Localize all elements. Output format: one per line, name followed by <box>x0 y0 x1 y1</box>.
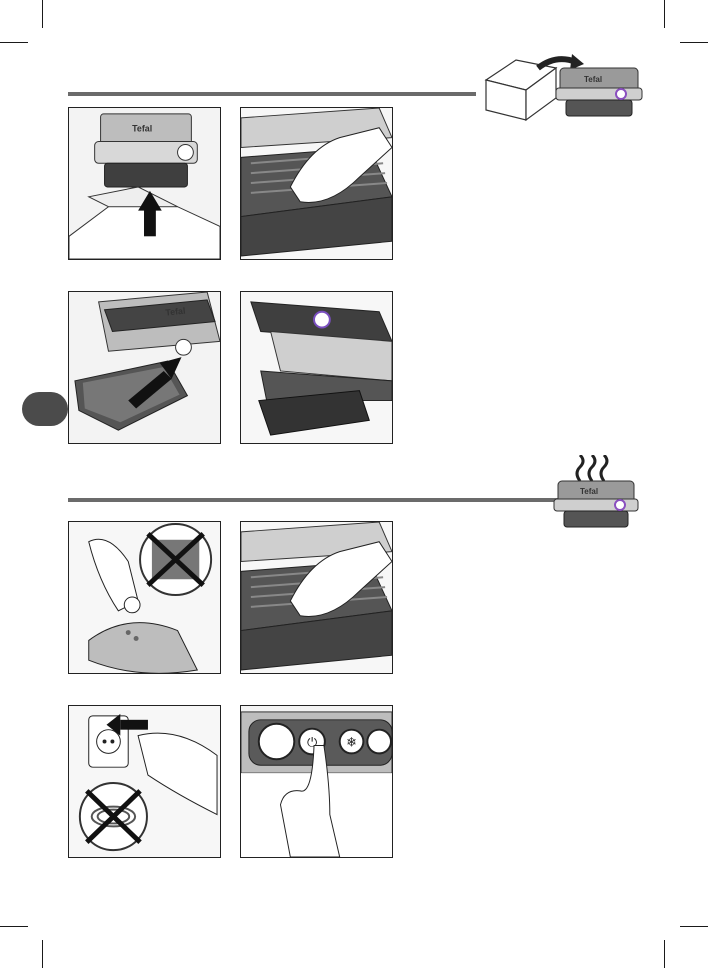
crop-mark-bl-h <box>0 926 28 927</box>
header-logo-text-2: Tefal <box>580 487 598 496</box>
steam-icon <box>577 455 607 481</box>
curved-arrow-icon <box>538 59 576 68</box>
crop-mark-tr-h <box>680 42 708 43</box>
crop-mark-br-h <box>680 926 708 927</box>
panel-box-lift: Tefal <box>68 107 221 260</box>
panel-wipe-plate <box>240 107 393 260</box>
panel3-logo-text: Tefal <box>165 306 186 318</box>
crop-mark-bl-v <box>42 940 43 968</box>
unpacking-header-icon: Tefal <box>476 50 646 130</box>
grill-icon: Tefal <box>556 68 642 116</box>
header-logo-text: Tefal <box>584 75 602 84</box>
no-coiled-cord-icon <box>80 783 147 850</box>
manual-mode-dial <box>259 724 295 760</box>
section-rule-unpacking <box>68 92 476 96</box>
crop-mark-tr-v <box>664 0 665 28</box>
panel-wipe-plate-hot <box>240 521 393 674</box>
language-tab <box>22 392 68 426</box>
crop-mark-br-v <box>664 940 665 968</box>
panel1-logo-text: Tefal <box>132 124 152 134</box>
crop-mark-tl-v <box>42 0 43 28</box>
section-rule-cleaning <box>68 498 558 502</box>
snowflake-button-icon[interactable]: ❄ <box>346 735 357 750</box>
grill-illustration: Tefal <box>95 114 198 187</box>
cleaning-header-icon: Tefal <box>550 455 640 535</box>
panel-unplug <box>68 705 221 858</box>
panel-tray-inserted <box>240 291 393 444</box>
no-sponge-icon <box>140 524 211 595</box>
panel-press-power: ⏻ ❄ <box>240 705 393 858</box>
crop-mark-tl-h <box>0 42 28 43</box>
grill-icon: Tefal <box>554 481 638 527</box>
box-icon <box>486 60 556 120</box>
panel-no-abrasive <box>68 521 221 674</box>
panel-insert-tray: Tefal <box>68 291 221 444</box>
